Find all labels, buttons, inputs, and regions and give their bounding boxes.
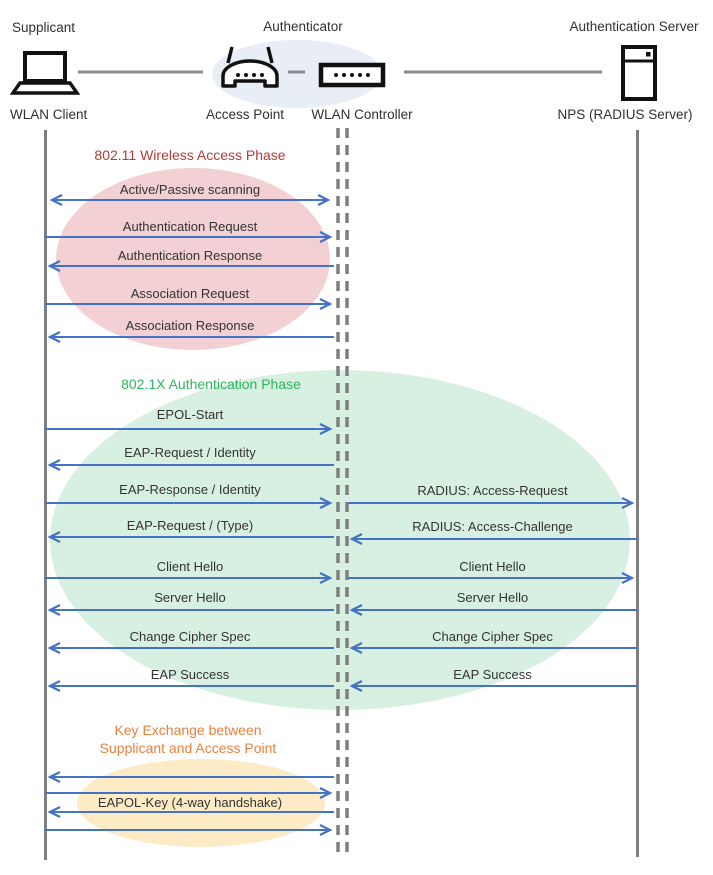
msg-client-hello-left: Client Hello (156, 559, 224, 574)
msg-eap-success-left: EAP Success (150, 667, 230, 682)
msg-association-request: Association Request (130, 286, 250, 301)
wlan-controller-label: WLAN Controller (311, 107, 413, 122)
msg-change-cipher-spec-right: Change Cipher Spec (432, 629, 553, 644)
server-icon (621, 45, 657, 101)
msg-radius-access-challenge: RADIUS: Access-Challenge (412, 519, 573, 534)
authenticator-role-label: Authenticator (263, 19, 343, 34)
msg-eap-request-identity: EAP-Request / Identity (124, 445, 256, 460)
phase3-ellipse (77, 759, 325, 847)
msg-client-hello-right: Client Hello (459, 559, 526, 574)
phase3-title-line1: Key Exchange between (114, 722, 262, 738)
nps-radius-server-label: NPS (RADIUS Server) (557, 107, 693, 122)
msg-authentication-response: Authentication Response (117, 248, 263, 263)
phase2-title: 802.1X Authentication Phase (121, 376, 301, 392)
auth-server-role-label: Authentication Server (569, 19, 699, 34)
msg-authentication-request: Authentication Request (122, 219, 258, 234)
msg-radius-access-request: RADIUS: Access-Request (417, 483, 568, 498)
phase3-title-line2: Supplicant and Access Point (99, 740, 277, 756)
supplicant-role-label: Supplicant (12, 20, 76, 35)
msg-change-cipher-spec-left: Change Cipher Spec (129, 629, 251, 644)
msg-epol-start: EPOL-Start (156, 407, 224, 422)
msg-eap-response-identity: EAP-Response / Identity (119, 482, 261, 497)
access-point-icon (221, 46, 279, 88)
wlan-controller-icon (318, 62, 386, 88)
msg-active-passive-scanning: Active/Passive scanning (119, 182, 261, 197)
msg-association-response: Association Response (125, 318, 255, 333)
access-point-label: Access Point (205, 107, 285, 122)
authenticator-ellipse (212, 40, 382, 108)
wlan-client-label: WLAN Client (10, 107, 88, 122)
msg-server-hello-right: Server Hello (456, 590, 529, 605)
phase1-title: 802.11 Wireless Access Phase (94, 147, 286, 163)
msg-eapol-key-handshake: EAPOL-Key (4-way handshake) (97, 795, 283, 810)
msg-eap-success-right: EAP Success (453, 667, 532, 682)
msg-server-hello-left: Server Hello (154, 590, 226, 605)
msg-eap-request-type: EAP-Request / (Type) (126, 518, 254, 533)
laptop-icon (10, 51, 80, 95)
phase2-ellipse (50, 370, 630, 710)
